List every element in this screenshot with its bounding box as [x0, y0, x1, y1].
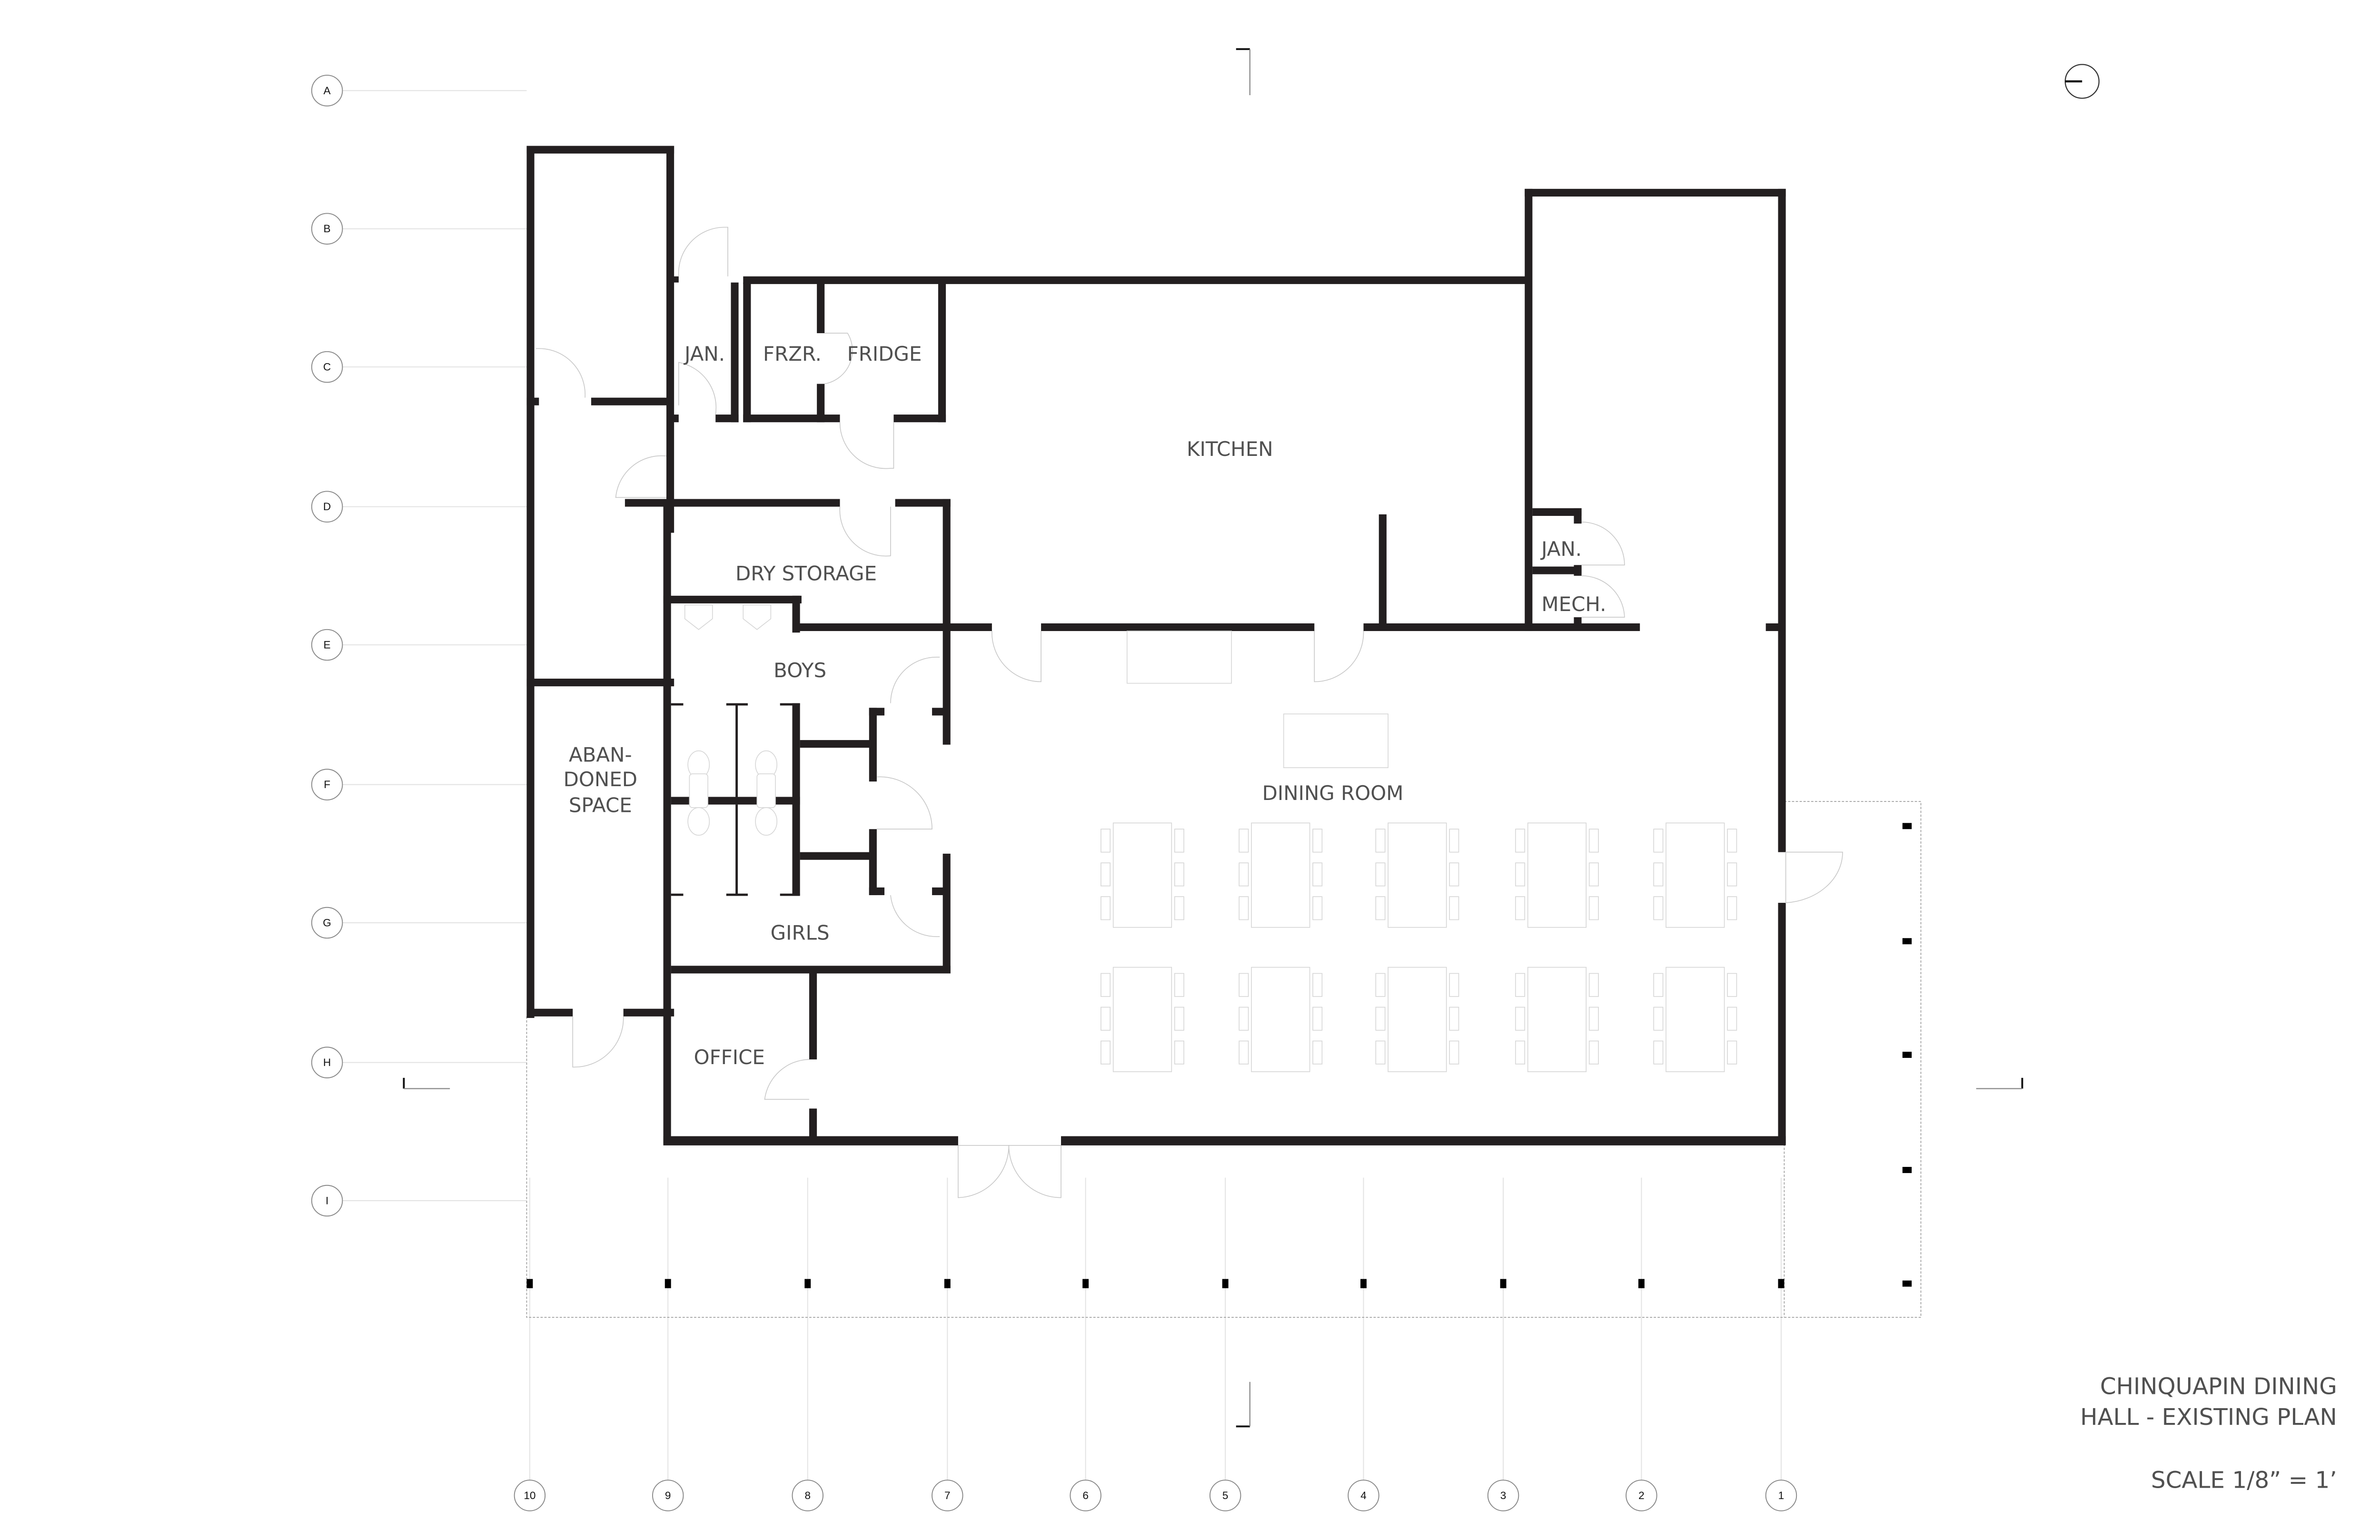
porch-outline — [526, 801, 1922, 1318]
scale-label: SCALE 1/8” = 1’ — [2151, 1467, 2337, 1493]
grid-rows — [342, 90, 527, 1201]
svg-text:8: 8 — [804, 1490, 811, 1501]
svg-text:F: F — [324, 779, 330, 790]
grid-bubble-c: C — [311, 351, 343, 383]
column-bubbles: 10 9 8 7 6 5 4 3 2 1 — [514, 1480, 1797, 1511]
north-arrow-icon — [2064, 64, 2100, 99]
svg-text:C: C — [323, 361, 331, 373]
grid-bubble-8: 8 — [792, 1480, 823, 1511]
label-office: OFFICE — [694, 1046, 765, 1069]
doors — [536, 227, 1843, 1198]
svg-text:E: E — [324, 639, 331, 651]
svg-text:4: 4 — [1360, 1490, 1367, 1501]
label-dry-storage: DRY STORAGE — [735, 562, 877, 585]
svg-text:6: 6 — [1082, 1490, 1089, 1501]
grid-bubble-b: B — [311, 213, 343, 245]
svg-text:10: 10 — [524, 1490, 536, 1501]
table-group — [1515, 967, 1599, 1072]
title-block: CHINQUAPIN DINING HALL - EXISTING PLAN S… — [2080, 1373, 2337, 1493]
svg-text:G: G — [323, 917, 331, 929]
fixtures — [684, 604, 778, 836]
svg-text:B: B — [324, 223, 331, 235]
grid-bubble-6: 6 — [1070, 1480, 1101, 1511]
row-bubbles: A B C D E F G H I — [311, 75, 343, 1217]
label-boys: BOYS — [774, 659, 826, 682]
grid-bubble-e: E — [311, 629, 343, 661]
title-line-2: HALL - EXISTING PLAN — [2080, 1404, 2337, 1431]
grid-bubble-10: 10 — [514, 1480, 546, 1511]
svg-text:1: 1 — [1778, 1490, 1785, 1501]
title-line-1: CHINQUAPIN DINING — [2100, 1373, 2337, 1400]
label-girls: GIRLS — [771, 921, 830, 945]
label-abandoned-2: DONED — [564, 768, 637, 791]
label-mech: MECH. — [1541, 592, 1606, 616]
svg-text:A: A — [324, 85, 331, 97]
table-group — [1375, 967, 1459, 1072]
counters — [1126, 631, 1388, 768]
grid-bubble-i: I — [311, 1185, 343, 1217]
grid-bubble-f: F — [311, 769, 343, 800]
grid-bubble-7: 7 — [932, 1480, 963, 1511]
label-jan-west: JAN. — [683, 342, 725, 365]
table-group — [1653, 967, 1737, 1072]
walls — [526, 146, 1786, 1145]
label-dining-room: DINING ROOM — [1262, 781, 1404, 805]
svg-text:2: 2 — [1638, 1490, 1645, 1501]
label-jan-east: JAN. — [1540, 537, 1582, 561]
dining-tables — [1101, 822, 1737, 1072]
label-fridge: FRIDGE — [847, 342, 922, 365]
grid-bubble-g: G — [311, 907, 343, 939]
svg-text:3: 3 — [1500, 1490, 1507, 1501]
svg-text:5: 5 — [1222, 1490, 1229, 1501]
grid-bubble-d: D — [311, 491, 343, 523]
grid-bubble-5: 5 — [1209, 1480, 1241, 1511]
grid-bubble-2: 2 — [1626, 1480, 1657, 1511]
table-group — [1653, 822, 1737, 928]
svg-text:9: 9 — [665, 1490, 671, 1501]
table-group — [1101, 967, 1184, 1072]
grid-bubble-4: 4 — [1348, 1480, 1379, 1511]
grid-columns — [529, 1177, 1782, 1481]
grid-bubble-1: 1 — [1765, 1480, 1797, 1511]
table-group — [1239, 967, 1323, 1072]
label-kitchen: KITCHEN — [1187, 437, 1273, 461]
svg-text:D: D — [323, 501, 331, 513]
table-group — [1239, 822, 1323, 928]
svg-text:7: 7 — [944, 1490, 951, 1501]
svg-text:I: I — [326, 1194, 328, 1206]
svg-text:H: H — [323, 1056, 331, 1068]
label-abandoned-1: ABAN- — [569, 743, 632, 766]
label-abandoned-3: SPACE — [569, 794, 632, 817]
grid-bubble-h: H — [311, 1046, 343, 1078]
grid-bubble-9: 9 — [652, 1480, 684, 1511]
label-freezer: FRZR. — [763, 342, 822, 365]
grid-bubble-3: 3 — [1487, 1480, 1519, 1511]
table-group — [1101, 822, 1184, 928]
section-markers — [403, 48, 2023, 1428]
grid-bubble-a: A — [311, 75, 343, 107]
table-group — [1375, 822, 1459, 928]
table-group — [1515, 822, 1599, 928]
room-labels: JAN. FRZR. FRIDGE KITCHEN DRY STORAGE BO… — [564, 342, 1606, 1069]
porch-columns — [526, 823, 1912, 1288]
